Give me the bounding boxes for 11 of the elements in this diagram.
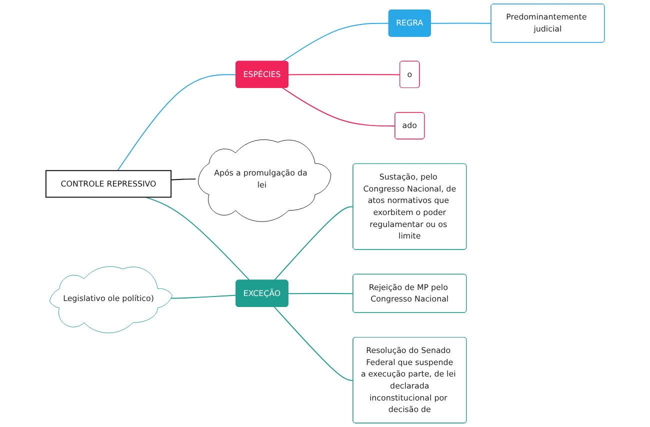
connector: [274, 306, 354, 381]
connector: [282, 22, 390, 62]
connector: [288, 74, 400, 76]
connector: [288, 292, 354, 294]
connector: [169, 294, 237, 299]
connector: [274, 206, 354, 281]
connector: [430, 22, 492, 24]
connector: [170, 178, 196, 180]
connector: [116, 74, 236, 172]
connector: [145, 196, 250, 281]
connector: [282, 88, 396, 126]
